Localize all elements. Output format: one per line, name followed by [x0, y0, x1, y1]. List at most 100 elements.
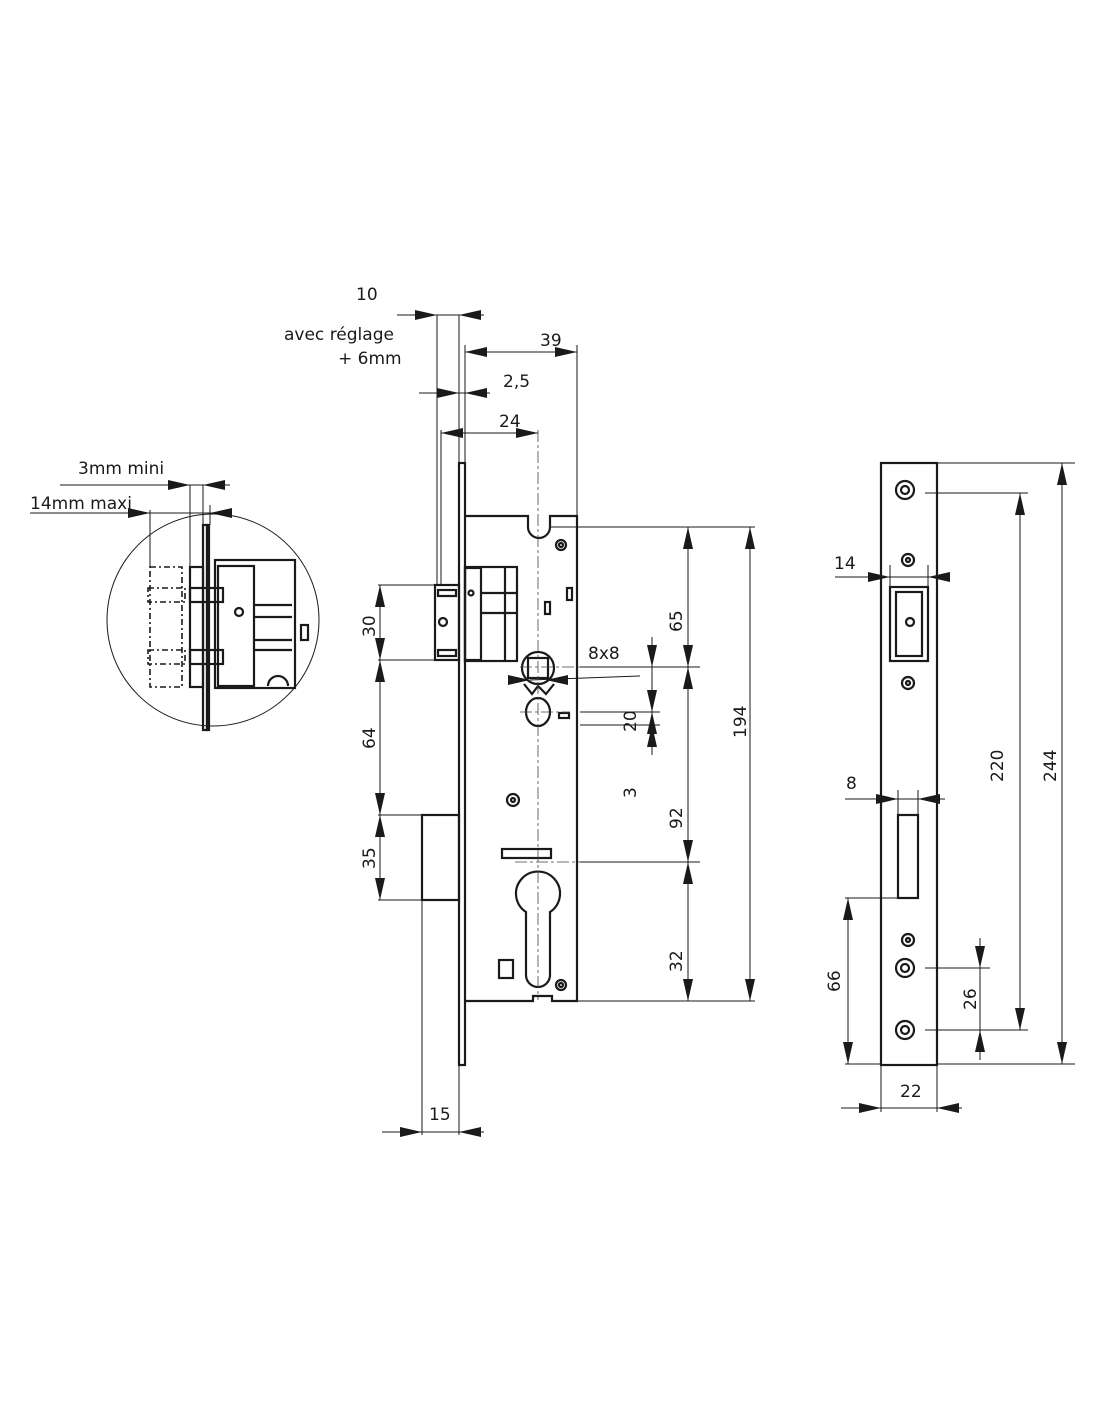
arrow-head [128, 508, 150, 518]
arrow-head [647, 645, 657, 667]
label-screw-span: 220 [988, 750, 1008, 782]
arrow-head [375, 660, 385, 682]
label-spindle-to-cylinder: 92 [667, 807, 687, 829]
detail-latch [216, 564, 256, 688]
strike-plate [879, 461, 939, 1067]
arrow-head [210, 508, 232, 518]
label-bolt-throw: 15 [429, 1105, 451, 1125]
screw-middle [894, 957, 916, 979]
circle [557, 981, 565, 989]
strike-plate-labels: 14 8 66 22 26 220 244 [825, 554, 1061, 1102]
arrow-head [1057, 463, 1067, 485]
arrow-head [1015, 493, 1025, 515]
arrow-head [459, 310, 481, 320]
slot [543, 600, 552, 616]
screw-small [900, 675, 916, 691]
arrow-head [745, 527, 755, 549]
cylinder-hole [514, 870, 562, 989]
detail-slot [299, 623, 310, 642]
arrow-head [647, 690, 657, 712]
outline [147, 649, 186, 665]
screw-mid [505, 792, 521, 808]
horizontal-slot [500, 847, 553, 860]
arrow-head [918, 794, 940, 804]
detail-circle [106, 513, 320, 727]
arrow-head [683, 840, 693, 862]
drawing-geometry [30, 310, 1075, 1137]
arrow-head [683, 862, 693, 884]
circle [904, 679, 912, 687]
arrow-head [415, 310, 437, 320]
hub-lever [523, 683, 555, 696]
arrow-head [400, 1127, 422, 1137]
arrow-head [1057, 1042, 1067, 1064]
label-hole-offset: 3 [621, 787, 641, 798]
arrow-head [937, 1103, 959, 1113]
screw-bottom [554, 978, 568, 992]
label-latch-height: 30 [360, 615, 380, 637]
small-slot [557, 711, 571, 720]
arrow-head [375, 878, 385, 900]
label-bolt-to-bottom: 66 [825, 970, 845, 992]
latch-opening [888, 585, 930, 663]
label-screw-spacing: 26 [961, 988, 981, 1010]
outline [188, 586, 225, 604]
arrow-head [555, 347, 577, 357]
screw-top [894, 479, 916, 501]
label-adjust-note-1: avec réglage [284, 325, 394, 345]
arrow-head [843, 1042, 853, 1064]
outline [436, 648, 458, 658]
label-backset: 24 [499, 412, 521, 432]
outline [894, 590, 924, 658]
dimension-spindle [529, 675, 641, 681]
outline [463, 566, 483, 662]
detail-case [213, 558, 297, 690]
screw-top [554, 538, 568, 552]
detail-arch [266, 674, 290, 687]
label-plate-width: 22 [900, 1082, 922, 1102]
outline [188, 648, 225, 666]
arrow-head [375, 793, 385, 815]
arrow-head [647, 725, 657, 747]
circle [509, 796, 517, 804]
label-plate-height: 244 [1041, 750, 1061, 782]
arrow-head [546, 675, 568, 685]
arrow-head [683, 527, 693, 549]
lock-case [465, 514, 579, 1003]
arrow-head [508, 675, 530, 685]
outline [147, 587, 186, 603]
label-latch-width: 14 [834, 554, 856, 574]
label-cylinder-to-bottom: 32 [667, 950, 687, 972]
arrow-head [465, 347, 487, 357]
screw-small [900, 932, 916, 948]
arrow-head [168, 480, 190, 490]
latch-bolt [433, 583, 461, 662]
arrow-head [375, 585, 385, 607]
small-latch [497, 958, 515, 980]
circle [904, 556, 912, 564]
label-backset-adjust: 10 [356, 285, 378, 305]
bolt-opening [896, 813, 920, 900]
label-spindle: 8x8 [588, 644, 620, 664]
faceplate [457, 461, 467, 1067]
label-faceplate-thickness: 2,5 [503, 372, 530, 392]
arrow-head [683, 645, 693, 667]
label-case-height: 194 [731, 706, 751, 738]
label-bolt-width: 8 [846, 774, 857, 794]
label-spindle-to-hole: 20 [621, 710, 641, 732]
arrow-head [745, 979, 755, 1001]
outline [205, 523, 211, 732]
detail-striker [188, 565, 205, 689]
label-top-to-spindle: 65 [667, 610, 687, 632]
lock-body-labels: 10 avec réglage + 6mm 39 2,5 24 30 64 35… [284, 285, 751, 1125]
label-latch-to-bolt: 64 [360, 727, 380, 749]
circle [467, 589, 475, 597]
detail-view-labels: 3mm mini 14mm maxi [30, 459, 164, 514]
circle [899, 484, 911, 496]
arrow-head [975, 1030, 985, 1052]
outline [436, 588, 458, 598]
arrow-head [516, 428, 538, 438]
label-bolt-height: 35 [360, 847, 380, 869]
label-min-gap: 3mm mini [78, 459, 164, 479]
